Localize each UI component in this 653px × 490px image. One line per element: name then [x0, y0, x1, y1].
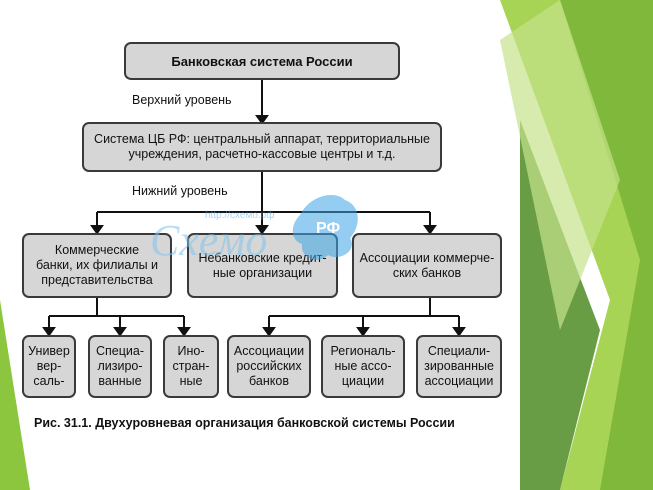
green-right-shape-pale: [500, 0, 620, 330]
green-right-shape-mid: [560, 0, 653, 490]
upper-level-label: Верхний уровень: [132, 93, 232, 107]
specialized-banks-node: Специа- лизиро- ванные: [88, 335, 152, 398]
watermark-url: http://схемо.рф: [205, 209, 274, 221]
universal-banks-node: Универ вер- саль-: [22, 335, 76, 398]
bank-associations-node: Ассоциации коммерче- ских банков: [352, 233, 502, 298]
root-node: Банковская система России: [124, 42, 400, 80]
foreign-banks-node: Ино- стран- ные: [163, 335, 219, 398]
specialized-assoc-node: Специали- зированные ассоциации: [416, 335, 502, 398]
commercial-banks-node: Коммерческие банки, их филиалы и предста…: [22, 233, 172, 298]
figure-caption: Рис. 31.1. Двухуровневая организация бан…: [34, 416, 455, 430]
nonbank-orgs-node: Небанковские кредит- ные организации: [187, 233, 338, 298]
regional-assoc-node: Региональ- ные ассо- циации: [321, 335, 405, 398]
lower-level-label: Нижний уровень: [132, 184, 228, 198]
central-bank-node: Система ЦБ РФ: центральный аппарат, терр…: [82, 122, 442, 172]
russian-assoc-node: Ассоциации российских банков: [227, 335, 311, 398]
green-right-shape-light: [500, 0, 653, 490]
green-right-shape-dark: [520, 120, 600, 490]
